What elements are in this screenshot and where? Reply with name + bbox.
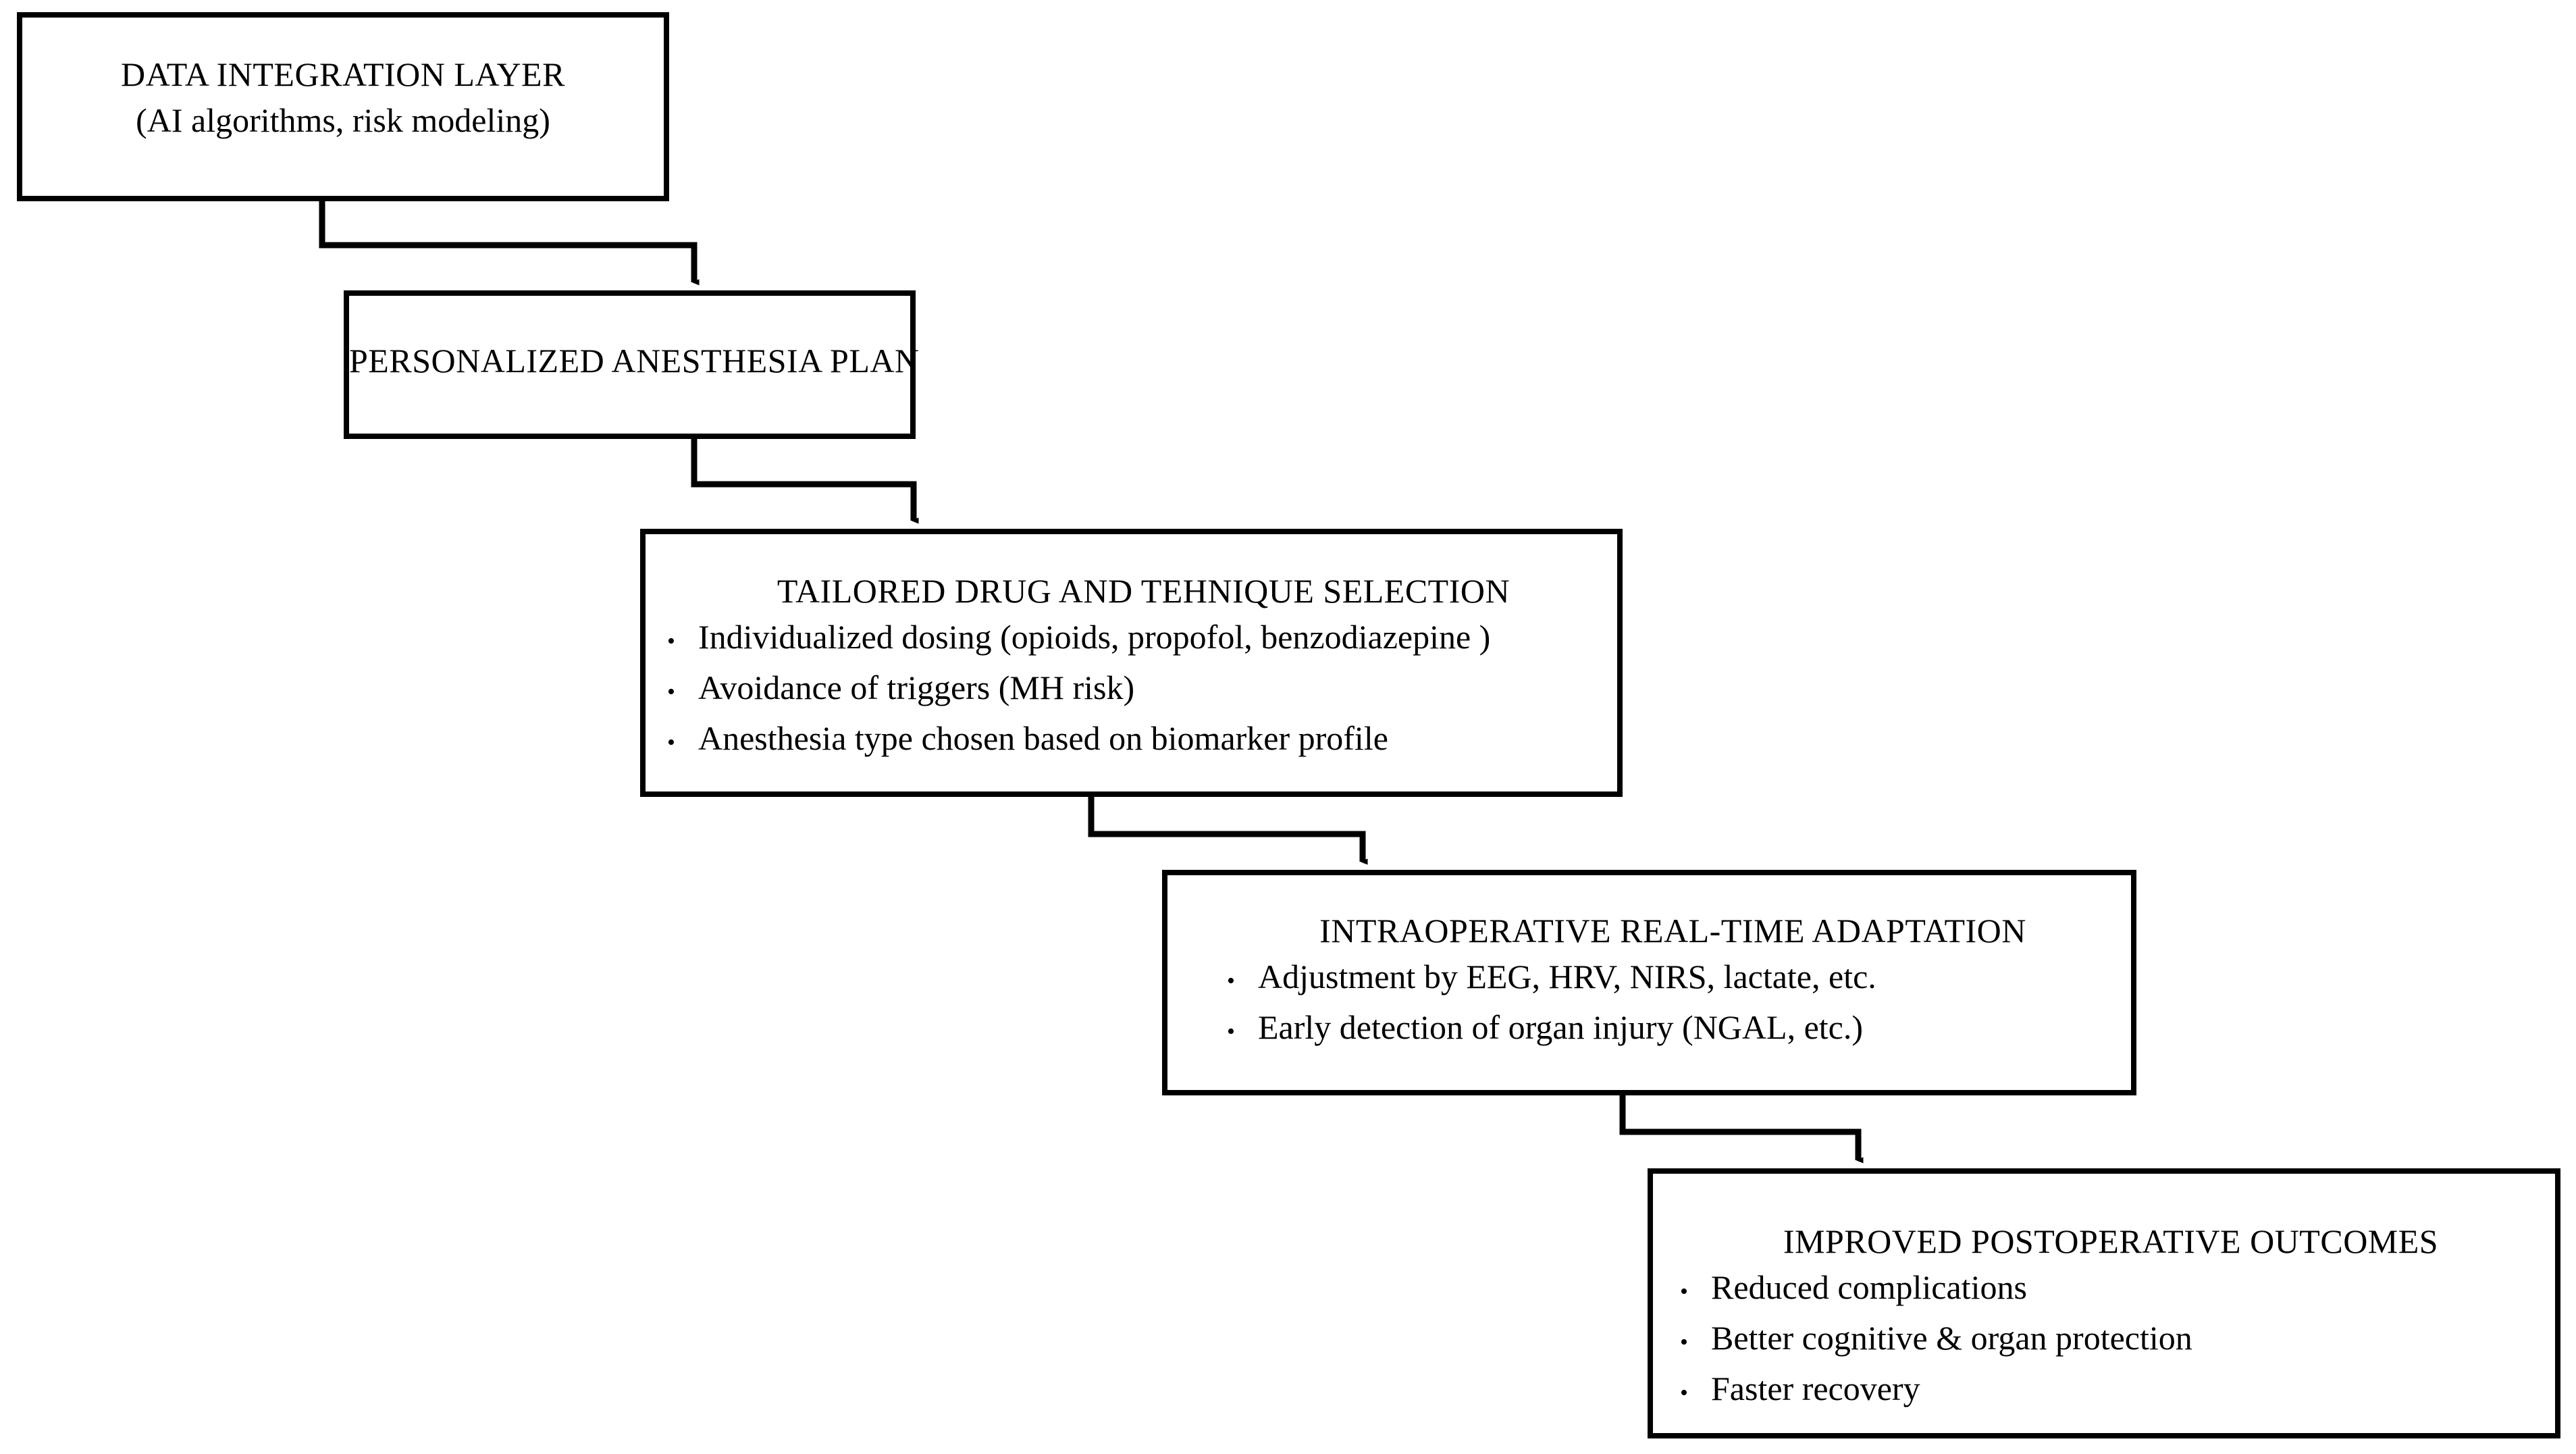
list-item: • Reduced complications bbox=[1680, 1264, 2542, 1315]
node-bullet-list: • Adjustment by EEG, HRV, NIRS, lactate,… bbox=[1174, 954, 2124, 1055]
connector-personalized-plan-to-tailored-drug bbox=[691, 439, 914, 521]
node-content: INTRAOPERATIVE REAL-TIME ADAPTATION • Ad… bbox=[1174, 908, 2124, 1055]
node-personalized-anesthesia-plan[interactable]: PERSONALIZED ANESTHESIA PLAN bbox=[344, 290, 920, 439]
list-item: • Anesthesia type chosen based on biomar… bbox=[667, 715, 1605, 766]
list-item-label: Avoidance of triggers (MH risk) bbox=[698, 669, 1135, 706]
list-item: • Better cognitive & organ protection bbox=[1680, 1315, 2542, 1366]
node-content: TAILORED DRUG AND TEHNIQUE SELECTION • I… bbox=[658, 568, 1605, 766]
list-item-label: Adjustment by EEG, HRV, NIRS, lactate, e… bbox=[1258, 958, 1876, 995]
list-item: • Adjustment by EEG, HRV, NIRS, lactate,… bbox=[1227, 954, 2124, 1004]
node-title: IMPROVED POSTOPERATIVE OUTCOMES bbox=[1783, 1222, 2439, 1260]
list-item-label: Better cognitive & organ protection bbox=[1711, 1319, 2192, 1357]
connector-tailored-drug-to-intraoperative bbox=[1088, 797, 1363, 862]
node-bullet-list: • Individualized dosing (opioids, propof… bbox=[658, 614, 1605, 766]
list-item-label: Faster recovery bbox=[1711, 1370, 1920, 1407]
bullet-icon: • bbox=[1227, 968, 1235, 993]
bullet-icon: • bbox=[1680, 1279, 1688, 1304]
bullet-icon: • bbox=[667, 629, 675, 654]
node-intraoperative-real-time-adaptation[interactable]: INTRAOPERATIVE REAL-TIME ADAPTATION • Ad… bbox=[1162, 870, 2136, 1095]
list-item: • Avoidance of triggers (MH risk) bbox=[667, 665, 1605, 715]
list-item-label: Reduced complications bbox=[1711, 1268, 2027, 1306]
node-title: PERSONALIZED ANESTHESIA PLAN bbox=[349, 342, 920, 380]
node-content: PERSONALIZED ANESTHESIA PLAN bbox=[349, 338, 920, 384]
bullet-icon: • bbox=[667, 730, 675, 755]
node-bullet-list: • Reduced complications • Better cogniti… bbox=[1666, 1264, 2542, 1416]
list-item-label: Individualized dosing (opioids, propofol… bbox=[698, 618, 1491, 656]
connector-intraoperative-to-improved-outcomes bbox=[1619, 1095, 1858, 1160]
bullet-icon: • bbox=[1227, 1019, 1235, 1044]
node-title: DATA INTEGRATION LAYER bbox=[121, 55, 565, 93]
bullet-icon: • bbox=[667, 679, 675, 704]
list-item: • Individualized dosing (opioids, propof… bbox=[667, 614, 1605, 665]
list-item-label: Early detection of organ injury (NGAL, e… bbox=[1258, 1008, 1863, 1046]
list-item-label: Anesthesia type chosen based on biomarke… bbox=[698, 719, 1388, 757]
connector-data-integration-to-personalized-plan bbox=[319, 201, 694, 282]
list-item: • Early detection of organ injury (NGAL,… bbox=[1227, 1004, 2124, 1055]
node-content: IMPROVED POSTOPERATIVE OUTCOMES • Reduce… bbox=[1666, 1218, 2542, 1416]
node-content: DATA INTEGRATION LAYER (AI algorithms, r… bbox=[22, 51, 664, 143]
node-tailored-drug-and-technique-selection[interactable]: TAILORED DRUG AND TEHNIQUE SELECTION • I… bbox=[640, 529, 1623, 797]
node-subtitle: (AI algorithms, risk modeling) bbox=[136, 101, 550, 139]
node-title: TAILORED DRUG AND TEHNIQUE SELECTION bbox=[777, 572, 1510, 610]
list-item: • Faster recovery bbox=[1680, 1366, 2542, 1416]
bullet-icon: • bbox=[1680, 1380, 1688, 1405]
node-title: INTRAOPERATIVE REAL-TIME ADAPTATION bbox=[1319, 912, 2026, 950]
node-data-integration-layer[interactable]: DATA INTEGRATION LAYER (AI algorithms, r… bbox=[17, 12, 669, 201]
bullet-icon: • bbox=[1680, 1330, 1688, 1355]
node-improved-postoperative-outcomes[interactable]: IMPROVED POSTOPERATIVE OUTCOMES • Reduce… bbox=[1648, 1168, 2560, 1438]
